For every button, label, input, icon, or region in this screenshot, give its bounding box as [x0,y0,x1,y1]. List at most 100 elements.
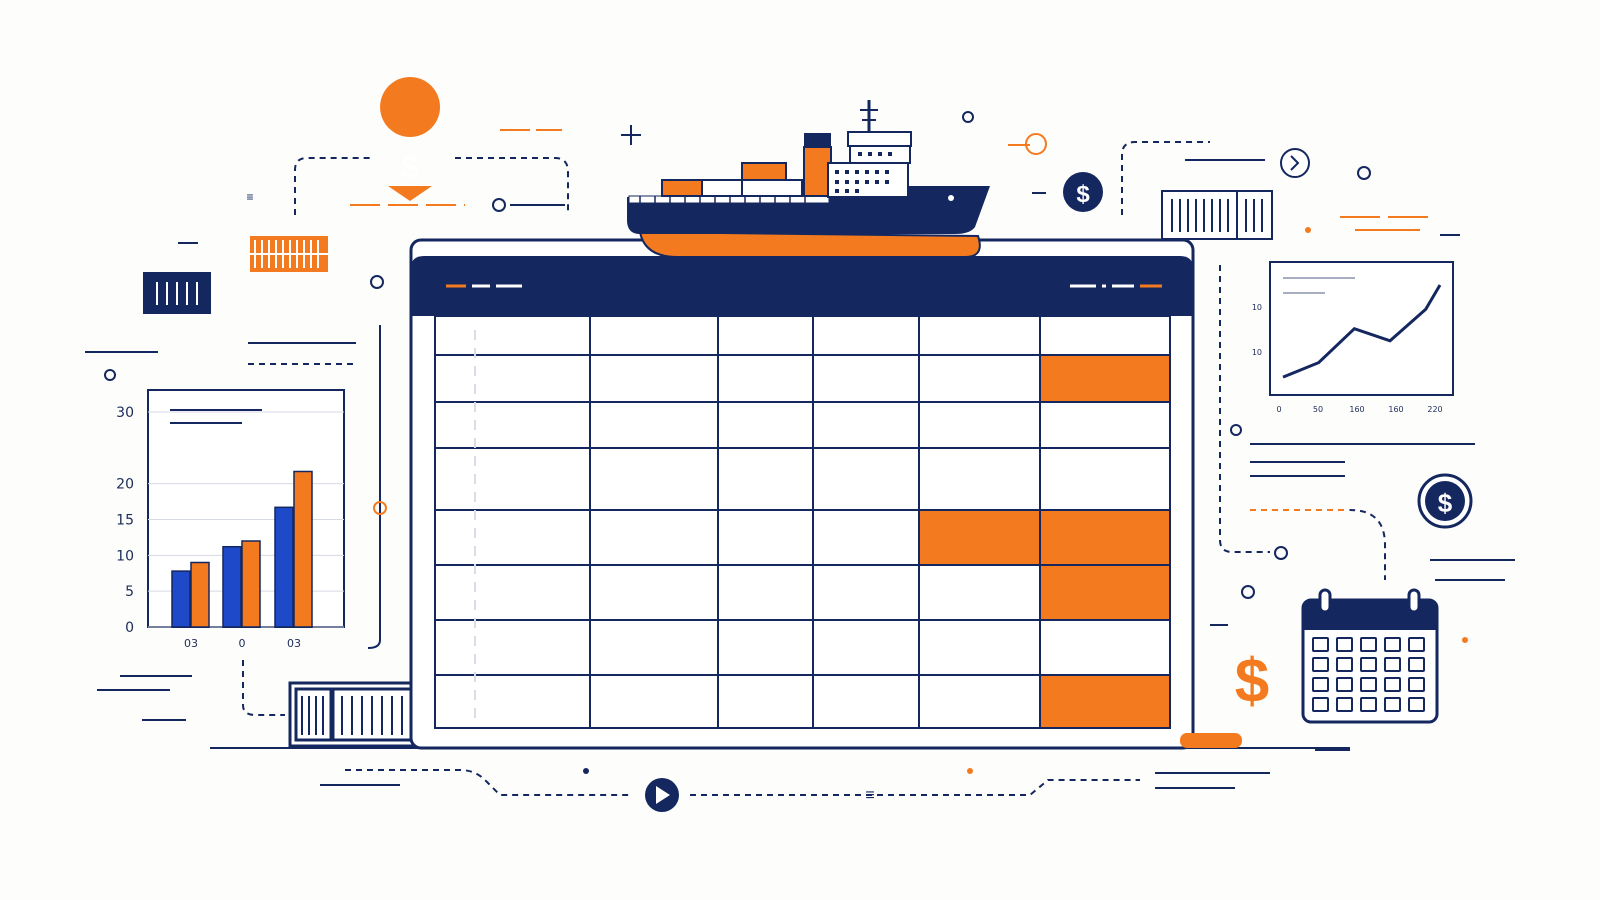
decorative-dots [104,111,1468,774]
right-container-icon [1161,190,1273,240]
chevron-right-icon[interactable] [1280,148,1310,178]
table-cell[interactable] [812,509,920,566]
table-cell[interactable] [1039,674,1171,729]
bar-chart-y-tick: 30 [116,405,134,421]
table-cell[interactable] [1039,509,1171,566]
table-cell[interactable] [1039,619,1171,676]
table-cell[interactable] [434,401,591,449]
bar-chart-x-tick: 03 [184,637,198,650]
table-cell[interactable] [1039,447,1171,511]
dollar-coin-icon: $ [1417,473,1473,529]
bar-chart-y-tick: 5 [125,584,134,600]
calendar-day [1360,677,1377,692]
table-cell[interactable] [434,564,591,621]
bar [171,570,191,628]
table-cell[interactable] [1039,354,1171,403]
table-cell[interactable] [918,354,1041,403]
calendar-day [1336,637,1353,652]
dollar-sign: $ [401,149,419,185]
window-title-bar [411,256,1193,316]
table-cell[interactable] [434,354,591,403]
table-cell[interactable] [812,674,920,729]
calendar-day [1312,697,1329,712]
play-button[interactable] [645,778,679,812]
calendar-day [1384,657,1401,672]
calendar-day [1360,657,1377,672]
table-cell[interactable] [918,509,1041,566]
calendar-day [1360,697,1377,712]
table-cell[interactable] [717,509,814,566]
table-cell[interactable] [589,619,719,676]
table-cell[interactable] [717,315,814,356]
dollar-sign: $ [1438,488,1453,518]
table-cell[interactable] [812,354,920,403]
table-cell[interactable] [918,619,1041,676]
table-cell[interactable] [717,401,814,449]
spreadsheet-grid [434,315,1171,729]
table-cell[interactable] [717,447,814,511]
table-cell[interactable] [434,674,591,729]
menu-icon[interactable]: ≡ [865,787,874,804]
table-cell[interactable] [589,315,719,356]
table-cell[interactable] [918,447,1041,511]
table-cell[interactable] [434,315,591,356]
bar [293,470,313,628]
bar-chart-y-tick: 0 [125,620,134,636]
table-cell[interactable] [918,315,1041,356]
bar-chart-y-tick: 10 [116,548,134,564]
table-cell[interactable] [717,674,814,729]
line-chart-x-tick: 50 [1313,405,1323,414]
table-cell[interactable] [812,401,920,449]
menu-icon: ≡ [246,190,253,204]
play-icon [656,786,670,804]
table-cell[interactable] [717,354,814,403]
calendar-day [1336,677,1353,692]
calendar-day [1408,637,1425,652]
table-cell[interactable] [812,619,920,676]
cargo-ship-icon [627,100,990,259]
table-cell[interactable] [717,619,814,676]
line-chart-x-tick: 220 [1427,405,1442,414]
dollar-coin-icon: $ [1063,172,1103,212]
calendar-day [1336,697,1353,712]
line-chart-x-tick: 160 [1349,405,1364,414]
table-cell[interactable] [812,564,920,621]
table-cell[interactable] [434,447,591,511]
table-cell[interactable] [589,447,719,511]
table-cell[interactable] [1039,401,1171,449]
calendar-day [1312,657,1329,672]
table-cell[interactable] [812,315,920,356]
calendar-day [1384,697,1401,712]
bar [274,506,294,628]
table-cell[interactable] [918,401,1041,449]
table-cell[interactable] [1039,315,1171,356]
line-series [1282,284,1442,379]
line-chart-x-tick: 160 [1388,405,1403,414]
table-cell[interactable] [589,674,719,729]
bar [190,561,210,628]
dollar-sign: $ [1076,181,1090,208]
dollar-pin-icon: $ [380,77,441,201]
table-cell[interactable] [812,447,920,511]
table-cell[interactable] [589,401,719,449]
table-cell[interactable] [1039,564,1171,621]
orange-tab [1180,733,1242,748]
line-chart-frame [1269,261,1454,396]
line-chart-y-tick: 10 [1252,348,1262,357]
table-cell[interactable] [434,619,591,676]
table-cell[interactable] [589,509,719,566]
calendar-day [1408,697,1425,712]
table-cell[interactable] [434,509,591,566]
bar-chart-x-tick: 0 [239,637,246,650]
decorative-orange-lines [350,129,1428,511]
calendar-day [1312,637,1329,652]
table-cell[interactable] [918,674,1041,729]
bar-chart-x-tick: 03 [287,637,301,650]
table-cell[interactable] [918,564,1041,621]
table-cell[interactable] [589,354,719,403]
table-cell[interactable] [589,564,719,621]
table-cell[interactable] [717,564,814,621]
orange-container-icon [250,236,328,272]
